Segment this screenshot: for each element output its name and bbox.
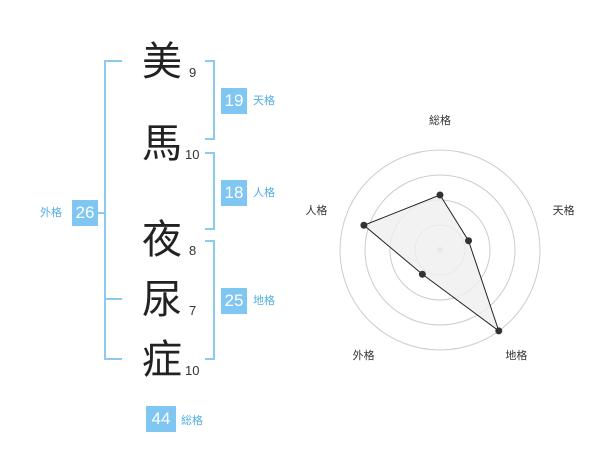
tenkaku-badge: 19 [221, 88, 247, 114]
soukaku-badge: 44 [146, 406, 176, 432]
jinkaku-bracket-bottom [205, 228, 215, 230]
gaikaku-bracket-vertical [104, 60, 106, 360]
name-char-5: 症 [142, 337, 182, 383]
radar-axis-label-2: 天格 [552, 203, 575, 217]
gaikaku-bracket-bottom [104, 358, 122, 360]
radar-ring-4 [339, 149, 541, 351]
chikaku-bracket-top [205, 240, 215, 242]
gaikaku-bracket-top [104, 60, 122, 62]
chikaku-bracket-vertical [213, 240, 215, 360]
radar-axis-label-1: 総格 [429, 114, 451, 127]
radar-point-4 [418, 270, 426, 278]
radar-axis-label-5: 人格 [305, 203, 328, 217]
gaikaku-bracket-mid [104, 298, 122, 300]
radar-point-3 [495, 327, 503, 335]
jinkaku-label: 人格 [253, 186, 275, 199]
soukaku-label: 総格 [181, 414, 203, 427]
stroke-count-4: 7 [189, 303, 197, 318]
chikaku-badge: 25 [221, 288, 247, 314]
chikaku-bracket-bottom [205, 358, 215, 360]
jinkaku-bracket-vertical [213, 152, 215, 230]
radar-axis-label-3: 地格 [505, 349, 528, 363]
radar-ring-3 [364, 174, 516, 326]
name-char-3: 夜 [142, 217, 182, 263]
stroke-count-2: 10 [185, 147, 200, 162]
stroke-count-3: 8 [189, 243, 197, 258]
radar-polygon [362, 194, 500, 333]
radar-axis-label-4: 外格 [352, 349, 375, 363]
tenkaku-label: 天格 [253, 94, 275, 107]
stroke-count-1: 9 [189, 65, 197, 80]
radar-point-2 [465, 237, 473, 245]
tenkaku-bracket-bottom [205, 138, 215, 140]
stroke-count-5: 10 [185, 363, 200, 378]
jinkaku-badge: 18 [221, 180, 247, 206]
jinkaku-bracket-top [205, 152, 215, 154]
radar-point-1 [436, 191, 444, 199]
name-char-1: 美 [142, 39, 182, 85]
name-char-2: 馬 [142, 121, 182, 167]
name-char-4: 尿 [142, 277, 182, 323]
gaikaku-badge: 26 [72, 200, 98, 226]
tenkaku-bracket-top [205, 60, 215, 62]
gaikaku-label: 外格 [40, 206, 62, 219]
radar-point-5 [360, 221, 368, 229]
gaikaku-connector [98, 212, 106, 214]
tenkaku-bracket-vertical [213, 60, 215, 140]
chikaku-label: 地格 [253, 294, 275, 307]
